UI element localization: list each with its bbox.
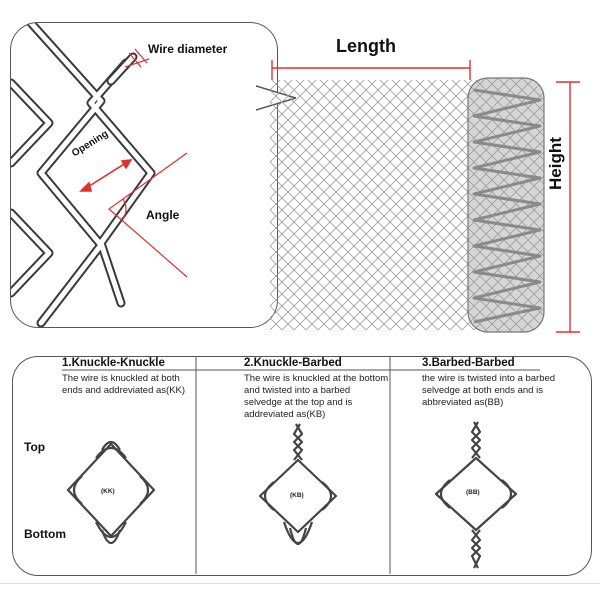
bottom-divider (0, 583, 600, 584)
length-dimension (271, 60, 471, 80)
wire-diameter-label: Wire diameter (148, 42, 228, 56)
type-title-bb: 3.Barbed-Barbed (422, 357, 515, 369)
kk-code-label: (KK) (101, 488, 115, 495)
top-label: Top (24, 440, 46, 454)
mesh-roll-illustration (270, 60, 580, 333)
kb-code-label: (KB) (290, 492, 304, 499)
type-description-kk: The wire is knuckled at both ends and ad… (62, 373, 186, 396)
flat-mesh (270, 80, 480, 330)
kb-diagram (258, 423, 338, 546)
type-description-bb: the wire is twisted into a barbed selved… (422, 373, 556, 408)
height-label: Height (546, 137, 565, 190)
mesh-detail-illustration (11, 23, 188, 327)
mesh-roll (467, 77, 545, 333)
height-dimension (556, 81, 580, 333)
length-label: Length (336, 36, 396, 56)
type-title-kb: 2.Knuckle-Barbed (244, 357, 342, 369)
kk-diagram (66, 440, 156, 545)
type-title-kk: 1.Knuckle-Knuckle (62, 357, 165, 369)
angle-label: Angle (146, 208, 180, 222)
selvedge-types-dividers (62, 356, 540, 574)
type-description-kb: The wire is knuckled at the bottom and t… (244, 373, 389, 420)
mesh-detail-panel (10, 22, 278, 328)
bb-code-label: (BB) (466, 489, 480, 496)
bb-diagram (434, 421, 518, 569)
bottom-label: Bottom (24, 527, 66, 541)
